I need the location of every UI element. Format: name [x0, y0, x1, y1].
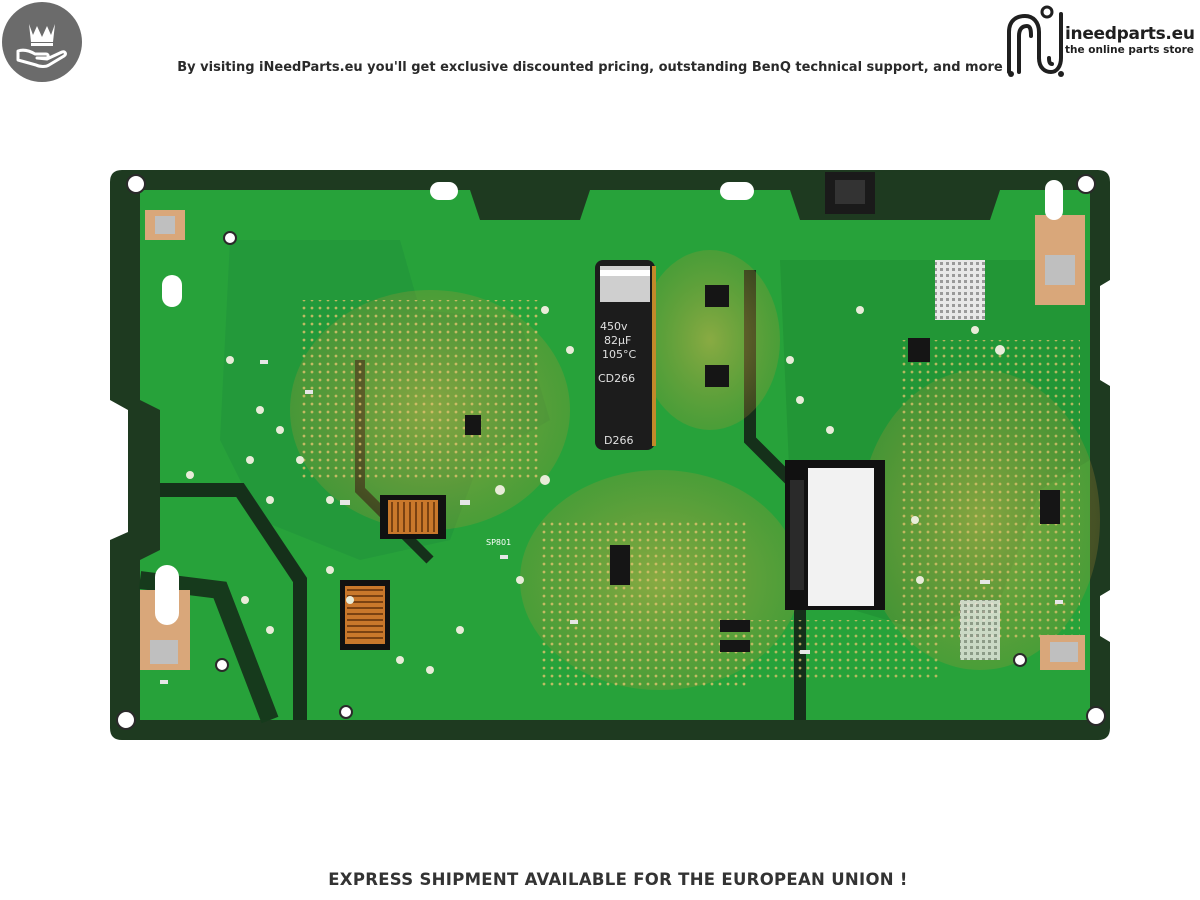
- crown-badge: [2, 2, 82, 82]
- copper-coil-horizontal: [380, 495, 446, 539]
- brand-slogan: the online parts store: [1065, 44, 1194, 56]
- board-ref-label: D266: [604, 434, 633, 447]
- shipping-notice: EXPRESS SHIPMENT AVAILABLE FOR THE EUROP…: [328, 870, 908, 889]
- capacitor-ref-label: CD266: [598, 372, 635, 385]
- capacitor-temp-label: 105°C: [602, 348, 636, 361]
- pcb-photo: 450v 82μF 105°C CD266 D266 SP801: [110, 170, 1110, 740]
- ineedparts-logo-icon: [1007, 5, 1064, 77]
- copper-coil-vertical: [340, 580, 390, 650]
- capacitor-voltage-label: 450v: [600, 320, 628, 333]
- transformer: [785, 460, 885, 610]
- crown-hand-icon: [16, 24, 67, 68]
- electrolytic-capacitor: 450v 82μF 105°C CD266 D266: [595, 260, 656, 450]
- capacitor-value-label: 82μF: [604, 334, 631, 347]
- coil-ref-label: SP801: [486, 538, 511, 547]
- header-tagline: By visiting iNeedParts.eu you'll get exc…: [177, 60, 1003, 75]
- brand-logo[interactable]: ineedparts.eu the online parts store: [1003, 2, 1197, 78]
- brand-name: ineedparts.eu: [1065, 24, 1195, 44]
